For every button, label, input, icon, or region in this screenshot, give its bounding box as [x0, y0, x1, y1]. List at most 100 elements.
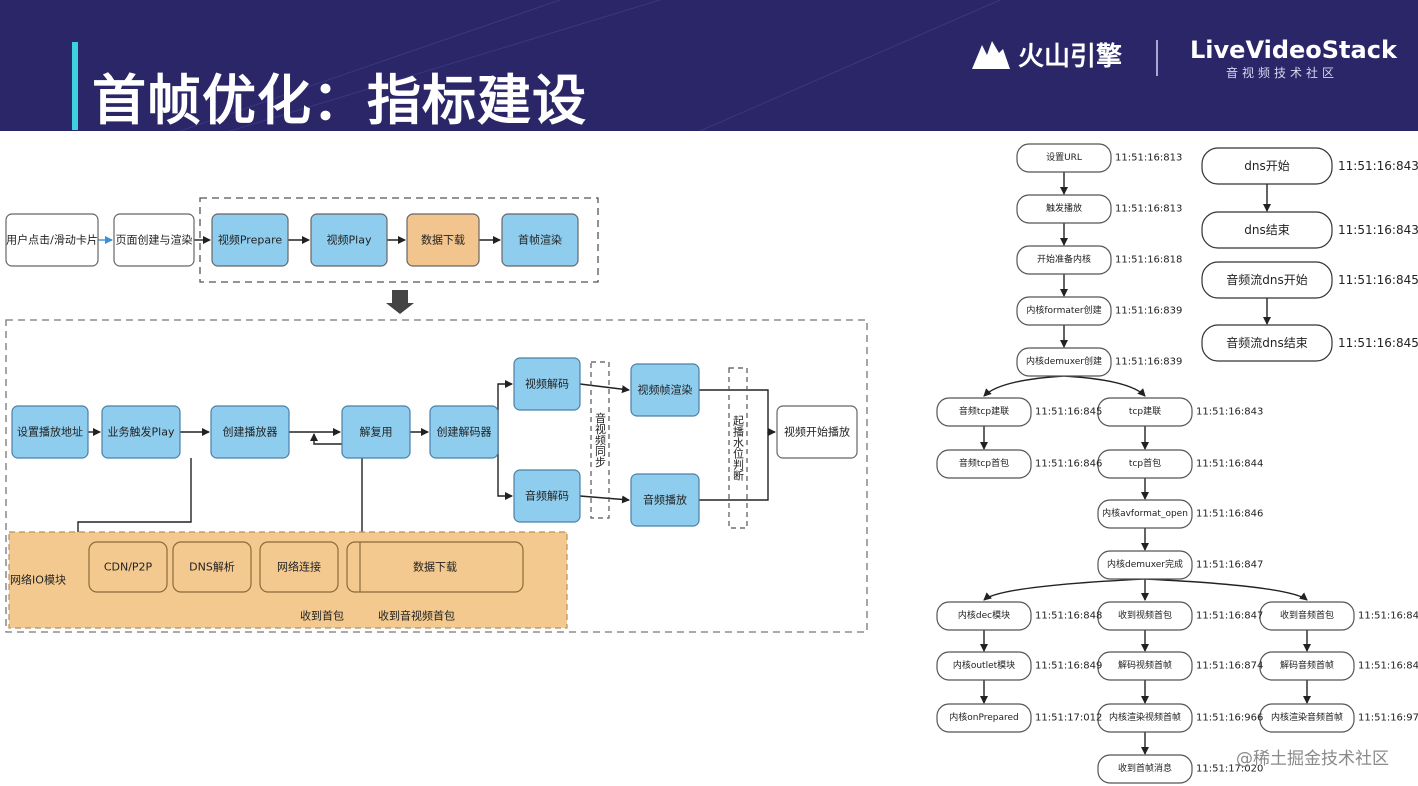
- timeline-branch-arrow: [1063, 375, 1146, 397]
- top-flow-box: [310, 213, 388, 267]
- down-arrow-icon: [386, 290, 414, 314]
- timeline-main-node-box: [1016, 245, 1112, 275]
- timeline-split-arrow: [1144, 578, 1308, 601]
- timeline-main-node-time: 11:51:16:839: [1115, 357, 1182, 368]
- audio-decode-box: [513, 469, 581, 523]
- network-item-label: 网络连接: [277, 560, 321, 574]
- timeline-col-a-node-box: [936, 651, 1032, 681]
- top-flow-group-frame: [199, 197, 599, 283]
- video-decode-box: [513, 357, 581, 411]
- top-flow-label: 视频Prepare: [218, 233, 282, 247]
- timeline-main-node-time: 11:51:16:818: [1115, 255, 1182, 266]
- timeline-left-node-box: [936, 449, 1032, 479]
- watermark-judge-label: 起播水位判断: [732, 415, 745, 482]
- timeline-col-a-node-box: [936, 703, 1032, 733]
- pipeline-arrow: [579, 383, 630, 394]
- timeline-col-b-node-box: [1097, 601, 1193, 631]
- network-item-label: 数据下载: [413, 560, 457, 574]
- timeline-main-node-label: 设置URL: [1046, 152, 1082, 163]
- timeline-main-node-time: 11:51:16:839: [1115, 306, 1182, 317]
- timeline-main-node-label: 内核formater创建: [1026, 304, 1101, 316]
- timeline-col-b-node-label: 收到视频首包: [1118, 609, 1172, 621]
- timeline-col-b-node-time: 11:51:17:020: [1196, 764, 1263, 775]
- network-item-box: [172, 541, 252, 593]
- timeline-main-node-time: 11:51:16:813: [1115, 204, 1182, 215]
- pipeline-arrow: [699, 389, 776, 436]
- pipeline-line: [699, 432, 769, 501]
- pipeline-step-label: 业务触发Play: [108, 425, 175, 439]
- timeline-col-b-node-box: [1097, 754, 1193, 784]
- audio-decode-label: 音频解码: [525, 489, 569, 503]
- timeline-main-node-box: [1016, 143, 1112, 173]
- timeline-branch-arrow: [983, 375, 1065, 397]
- timeline-left-node-label: 音频tcp首包: [959, 457, 1009, 469]
- timeline-col-a-node-time: 11:51:17:012: [1035, 713, 1102, 724]
- recv-first-pkt-label: 收到首包: [300, 609, 344, 623]
- timeline-left-node-label: 音频tcp建联: [959, 405, 1009, 417]
- timeline-col-c-node-label: 收到音频首包: [1280, 609, 1334, 621]
- timeline-left-node-time: 11:51:16:845: [1035, 407, 1102, 418]
- timeline-main-node-label: 开始准备内核: [1037, 253, 1091, 265]
- timeline-col-a-node-label: 内核outlet模块: [953, 659, 1015, 671]
- pipeline-step-label: 创建播放器: [223, 425, 278, 439]
- pipeline-step-label: 设置播放地址: [17, 425, 83, 439]
- timeline-col-a-node-time: 11:51:16:849: [1035, 661, 1102, 672]
- timeline-right-node-box: [1097, 397, 1193, 427]
- pipeline-arrow: [497, 432, 513, 500]
- timeline-right-node-box: [1097, 550, 1193, 580]
- timeline-main-node-time: 11:51:16:813: [1115, 153, 1182, 164]
- timeline-col-c-node-label: 解码音频首帧: [1280, 659, 1334, 671]
- pipeline-arrow: [579, 495, 630, 504]
- pipeline-step-label: 创建解码器: [437, 425, 492, 439]
- timeline-left-node-box: [936, 397, 1032, 427]
- timeline-main-node-box: [1016, 194, 1112, 224]
- watermark-judge-frame: [728, 367, 748, 529]
- network-item-box: [259, 541, 339, 593]
- pipeline-step-box: [341, 405, 411, 459]
- top-flow-label: 视频Play: [327, 233, 372, 247]
- dns-node-time: 11:51:16:843: [1338, 159, 1418, 173]
- timeline-col-c-node-box: [1259, 703, 1355, 733]
- video-render-label: 视频帧渲染: [638, 383, 693, 397]
- top-flow-box: [211, 213, 289, 267]
- timeline-right-node-box: [1097, 449, 1193, 479]
- timeline-col-c-node-time: 11:51:16:847: [1358, 611, 1418, 622]
- mountain-icon: [972, 41, 1010, 69]
- timeline-col-b-node-label: 收到首帧消息: [1118, 762, 1172, 774]
- dns-node-box: [1201, 324, 1333, 362]
- dns-node-label: dns开始: [1244, 159, 1289, 173]
- title-accent-bar: [72, 42, 78, 130]
- logo-divider: [1156, 40, 1158, 76]
- top-flow-box: [501, 213, 579, 267]
- timeline-right-node-label: 内核avformat_open: [1102, 507, 1188, 519]
- av-sync-frame: [590, 361, 610, 519]
- timeline-right-node-time: 11:51:16:843: [1196, 407, 1263, 418]
- timeline-col-c-node-box: [1259, 651, 1355, 681]
- livevideostack-subtitle: 音视频技术社区: [1226, 66, 1339, 80]
- timeline-col-a-node-label: 内核dec模块: [958, 609, 1010, 621]
- timeline-right-node-time: 11:51:16:844: [1196, 459, 1263, 470]
- top-flow-label: 用户点击/滑动卡片: [6, 233, 98, 247]
- timeline-main-node-label: 触发播放: [1046, 202, 1082, 214]
- timeline-main-node-box: [1016, 296, 1112, 326]
- timeline-right-node-label: tcp建联: [1129, 405, 1161, 417]
- top-flow-label: 数据下载: [421, 233, 465, 247]
- timeline-col-c-node-box: [1259, 601, 1355, 631]
- pipeline-step-label: 解复用: [360, 425, 393, 439]
- timeline-col-b-node-time: 11:51:16:874: [1196, 661, 1263, 672]
- audio-play-box: [630, 473, 700, 527]
- top-flow-label: 页面创建与渲染: [116, 233, 193, 247]
- volcano-engine-logo: 火山引擎: [972, 34, 1122, 74]
- timeline-right-node-box: [1097, 499, 1193, 529]
- network-item-box: [346, 541, 524, 593]
- timeline-col-b-node-label: 内核渲染视频首帧: [1109, 711, 1181, 723]
- dns-node-time: 11:51:16:843: [1338, 223, 1418, 237]
- dns-node-box: [1201, 147, 1333, 185]
- av-sync-label: 音视频同步: [594, 411, 607, 467]
- top-flow-box: [406, 213, 480, 267]
- timeline-main-node-label: 内核demuxer创建: [1026, 355, 1102, 367]
- timeline-right-node-label: tcp首包: [1129, 457, 1161, 469]
- network-item-label: DNS解析: [189, 560, 235, 574]
- dns-node-label: 音频流dns结束: [1226, 335, 1307, 350]
